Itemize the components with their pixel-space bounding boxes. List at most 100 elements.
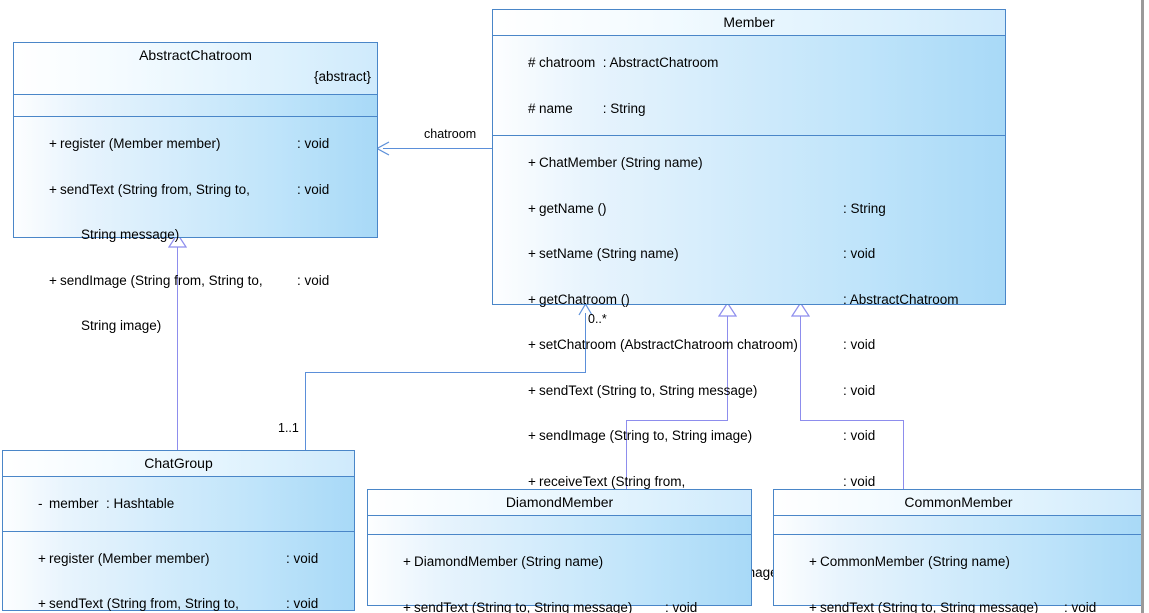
operation-continuation-row: String image) xyxy=(14,303,377,349)
attribute-signature: member : Hashtable xyxy=(49,496,175,511)
operation-row: +sendText (String to, String message) : v… xyxy=(774,585,1143,613)
generalization-diamondmember-line-v2 xyxy=(626,420,627,489)
class-attributes-compartment-member: #chatroom : AbstractChatroom #name : Str… xyxy=(493,36,1005,136)
visibility-marker: + xyxy=(809,554,817,569)
operation-row: +register (Member member): void xyxy=(14,121,377,167)
class-box-common-member[interactable]: CommonMember +CommonMember (String name)… xyxy=(773,489,1144,613)
operation-return-type: : void xyxy=(297,272,330,288)
attribute-row: #chatroom : AbstractChatroom xyxy=(493,40,1005,86)
operation-signature-continuation: String image) xyxy=(81,318,162,333)
generalization-commonmember-line-v2 xyxy=(903,420,904,489)
visibility-marker: + xyxy=(49,272,57,288)
operation-signature: DiamondMember (String name) xyxy=(414,554,604,569)
class-operations-compartment-common-member: +CommonMember (String name) +sendText (S… xyxy=(774,535,1143,613)
visibility-marker: + xyxy=(403,599,411,613)
operation-continuation-row: String message) xyxy=(14,212,377,258)
operation-row: +sendText (String from, String to, : void xyxy=(3,581,354,613)
operation-signature: register (Member member) xyxy=(60,136,221,151)
operation-signature: setName (String name) xyxy=(539,246,679,261)
operation-row: +sendImage (String to, String image): vo… xyxy=(493,413,1005,459)
operation-signature: register (Member member) xyxy=(49,550,210,566)
class-name-chat-group: ChatGroup xyxy=(144,455,213,471)
class-box-chat-group[interactable]: ChatGroup -member : Hashtable + register … xyxy=(2,450,355,611)
generalization-diamondmember-line-v1 xyxy=(727,315,728,421)
class-name-member: Member xyxy=(723,14,775,30)
generalization-commonmember-line-v1 xyxy=(800,315,801,421)
association-chatgroup-member-seg-v1 xyxy=(305,372,306,451)
class-stereotype-abstract: {abstract} xyxy=(313,69,371,84)
visibility-marker: + xyxy=(528,382,536,398)
operation-row: +setName (String name): void xyxy=(493,231,1005,277)
visibility-marker: + xyxy=(528,337,536,352)
operation-signature-continuation: String message) xyxy=(81,227,180,242)
class-attributes-compartment-chat-group: -member : Hashtable xyxy=(3,477,354,532)
attribute-signature: chatroom : AbstractChatroom xyxy=(539,55,719,70)
generalization-chatgroup-line xyxy=(177,246,178,451)
multiplicity-target-0-star: 0..* xyxy=(588,312,607,326)
operation-signature: receiveText (String from, xyxy=(539,473,686,489)
class-operations-compartment-diamond-member: +DiamondMember (String name) +sendText (… xyxy=(368,535,751,613)
visibility-marker: + xyxy=(528,428,536,443)
visibility-marker: - xyxy=(38,496,43,511)
operation-row: +sendText (String from, String to, : void xyxy=(14,167,377,213)
class-name-compartment-abstract-chatroom: AbstractChatroom {abstract} xyxy=(14,43,377,95)
operation-signature: sendText (String from, String to, xyxy=(49,596,239,611)
operation-row: +register (Member member): void xyxy=(3,536,354,582)
operation-signature: sendText (String to, String message) xyxy=(820,599,1039,613)
class-box-abstract-chatroom[interactable]: AbstractChatroom {abstract} +register (M… xyxy=(13,42,378,332)
association-chatgroup-member-seg-h xyxy=(305,372,586,373)
class-attributes-compartment-common-member xyxy=(774,516,1143,535)
attribute-row: -member : Hashtable xyxy=(3,481,354,527)
operation-return-type: : void xyxy=(286,550,319,566)
multiplicity-source-1-1: 1..1 xyxy=(278,421,299,435)
operation-row: +receiveText (String from, : void xyxy=(493,459,1005,505)
operation-row: +sendText (String to, String message): v… xyxy=(493,368,1005,414)
attribute-signature: name : String xyxy=(539,100,646,116)
visibility-marker: + xyxy=(49,136,57,151)
operation-return-type: : void xyxy=(286,596,319,611)
operation-row: +ChatMember (String name) xyxy=(493,140,1005,186)
class-box-diamond-member[interactable]: DiamondMember +DiamondMember (String nam… xyxy=(367,489,752,613)
operation-row: +sendText (String to, String message) : v… xyxy=(368,585,751,613)
operation-return-type: : void xyxy=(665,599,698,613)
class-name-abstract-chatroom: AbstractChatroom xyxy=(139,47,252,63)
operation-signature: sendText (String to, String message) xyxy=(414,599,633,613)
class-attributes-compartment-diamond-member xyxy=(368,516,751,535)
class-name-compartment-chat-group: ChatGroup xyxy=(3,451,354,477)
operation-row: +getName (): String xyxy=(493,186,1005,232)
visibility-marker: + xyxy=(49,181,57,197)
operation-row: +setChatroom (AbstractChatroom chatroom)… xyxy=(493,322,1005,368)
operation-return-type: : void xyxy=(843,473,876,489)
operation-return-type: : String xyxy=(843,200,886,216)
operation-signature: sendImage (String from, String to, xyxy=(60,272,263,288)
visibility-marker: # xyxy=(528,55,536,70)
generalization-commonmember-line-h xyxy=(800,420,904,421)
operation-return-type: : void xyxy=(1064,599,1097,613)
operation-return-type: : void xyxy=(843,246,876,261)
operation-row: +DiamondMember (String name) xyxy=(368,539,751,585)
visibility-marker: + xyxy=(403,554,411,569)
visibility-marker: + xyxy=(38,596,46,611)
association-member-chatroom-line xyxy=(383,148,493,149)
association-role-label-chatroom: chatroom xyxy=(424,127,477,141)
class-operations-compartment-abstract-chatroom: +register (Member member): void +sendTex… xyxy=(14,117,377,354)
operation-row: +getChatroom (): AbstractChatroom xyxy=(493,277,1005,323)
visibility-marker: + xyxy=(809,599,817,613)
visibility-marker: + xyxy=(528,473,536,489)
class-name-compartment-member: Member xyxy=(493,10,1005,36)
class-name-compartment-common-member: CommonMember xyxy=(774,490,1143,516)
class-name-common-member: CommonMember xyxy=(904,494,1013,510)
generalization-diamondmember-line-h xyxy=(626,420,728,421)
association-chatgroup-member-seg-v2 xyxy=(585,313,586,372)
operation-signature: CommonMember (String name) xyxy=(820,554,1010,569)
visibility-marker: # xyxy=(528,100,536,116)
operation-signature: sendText (String from, String to, xyxy=(60,181,250,197)
visibility-marker: + xyxy=(528,200,536,216)
canvas-right-border xyxy=(1141,0,1144,613)
class-box-member[interactable]: Member #chatroom : AbstractChatroom #nam… xyxy=(492,9,1006,579)
operation-row: +sendImage (String from, String to, : voi… xyxy=(14,258,377,304)
operation-return-type: : void xyxy=(843,382,876,398)
operation-return-type: : void xyxy=(297,181,330,197)
operation-return-type: : void xyxy=(843,337,876,352)
operation-return-type: : AbstractChatroom xyxy=(843,291,959,307)
